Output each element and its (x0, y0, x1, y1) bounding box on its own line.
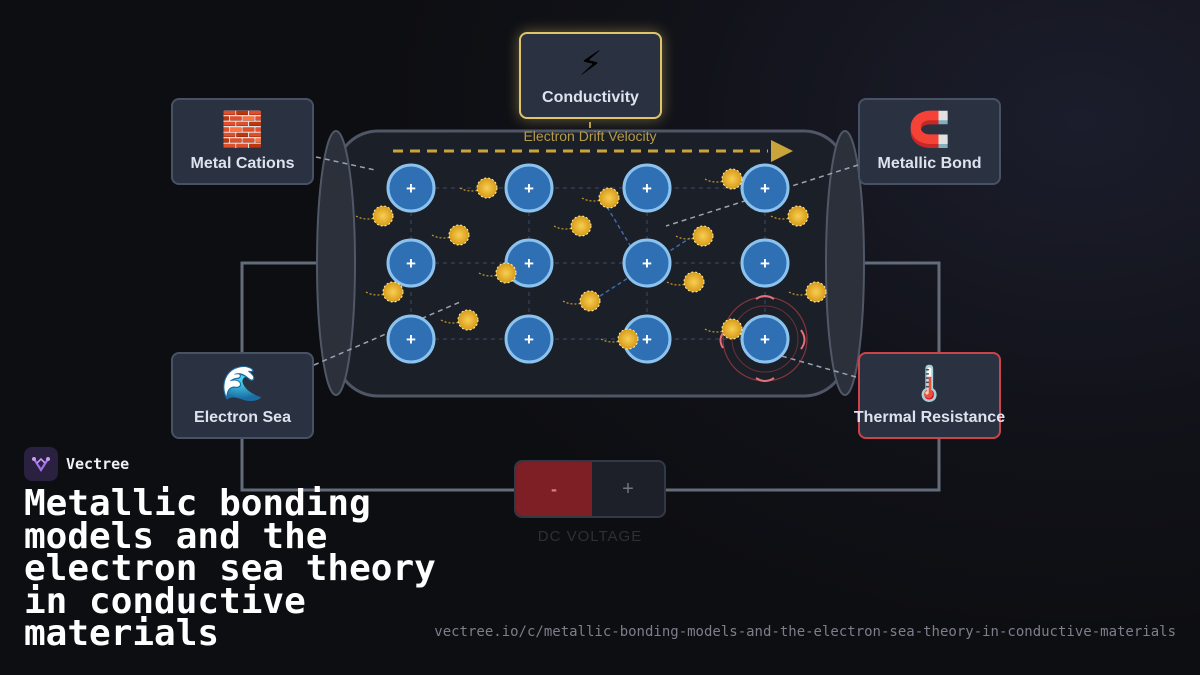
free-electron (787, 205, 809, 227)
lightning-icon: ⚡ (578, 43, 603, 84)
cation-charge-label: + (524, 254, 534, 273)
cation-charge-label: + (406, 179, 416, 198)
cation-charge-label: + (760, 254, 770, 273)
cation-group: + + + + + + + + + + + + (386, 163, 790, 364)
conductivity-card[interactable]: ⚡ Conductivity (519, 32, 662, 119)
cation: + (504, 163, 554, 213)
brand: Vectree (24, 447, 129, 481)
free-electron (721, 168, 743, 190)
free-electron (382, 281, 404, 303)
free-electron (692, 225, 714, 247)
free-electron (721, 318, 743, 340)
electron-group (372, 168, 827, 350)
cation: + (740, 163, 790, 213)
cation-charge-label: + (406, 254, 416, 273)
metallic-bond-label: Metallic Bond (877, 154, 982, 172)
page-title: Metallic bonding models and the electron… (24, 483, 436, 654)
free-electron (579, 290, 601, 312)
battery-positive-terminal: + (622, 477, 634, 500)
battery-negative-terminal: - (516, 462, 592, 516)
electron-sea-label: Electron Sea (194, 408, 291, 426)
metallic-bond-card[interactable]: 🧲 Metallic Bond (858, 98, 1001, 185)
wave-icon: 🌊 (221, 363, 264, 404)
cation-charge-label: + (406, 330, 416, 349)
free-electron (598, 187, 620, 209)
page-url[interactable]: vectree.io/c/metallic-bonding-models-and… (434, 624, 1176, 640)
dc-voltage-label: DC VOLTAGE (537, 528, 643, 545)
cation-charge-label: + (760, 179, 770, 198)
metal-cations-card[interactable]: 🧱 Metal Cations (171, 98, 314, 185)
thermal-resistance-label: Thermal Resistance (853, 408, 1006, 426)
brick-icon: 🧱 (221, 109, 264, 150)
drift-velocity-label: Electron Drift Velocity (523, 128, 657, 144)
cation: + (622, 238, 672, 288)
cation: + (386, 163, 436, 213)
cation: + (622, 163, 672, 213)
cation: + (386, 314, 436, 364)
electron-sea-card[interactable]: 🌊 Electron Sea (171, 352, 314, 439)
vectree-logo-icon (24, 447, 58, 481)
conductor-end-right (825, 130, 865, 396)
free-electron (448, 224, 470, 246)
free-electron (570, 215, 592, 237)
cation: + (740, 238, 790, 288)
cation-charge-label: + (642, 254, 652, 273)
cation: + (740, 314, 790, 364)
free-electron (617, 328, 639, 350)
cation-charge-label: + (760, 330, 770, 349)
free-electron (457, 309, 479, 331)
free-electron (805, 281, 827, 303)
conductivity-label: Conductivity (542, 88, 639, 106)
drift-arrow-head (771, 140, 793, 162)
brand-name: Vectree (66, 455, 130, 473)
thermal-vibration (719, 295, 808, 382)
thermometer-icon: 🌡️ (908, 363, 951, 404)
cation-charge-label: + (524, 330, 534, 349)
metal-cations-label: Metal Cations (190, 154, 295, 172)
dc-battery[interactable]: - + (514, 460, 666, 518)
free-electron (495, 262, 517, 284)
conductor-end-left (316, 130, 356, 396)
magnet-icon: 🧲 (908, 109, 951, 150)
cation-charge-label: + (524, 179, 534, 198)
thermal-resistance-card[interactable]: 🌡️ Thermal Resistance (854, 352, 1005, 439)
free-electron (476, 177, 498, 199)
cation-charge-label: + (642, 179, 652, 198)
free-electron (683, 271, 705, 293)
cation-charge-label: + (642, 330, 652, 349)
cation: + (504, 314, 554, 364)
cation: + (386, 238, 436, 288)
free-electron (372, 205, 394, 227)
